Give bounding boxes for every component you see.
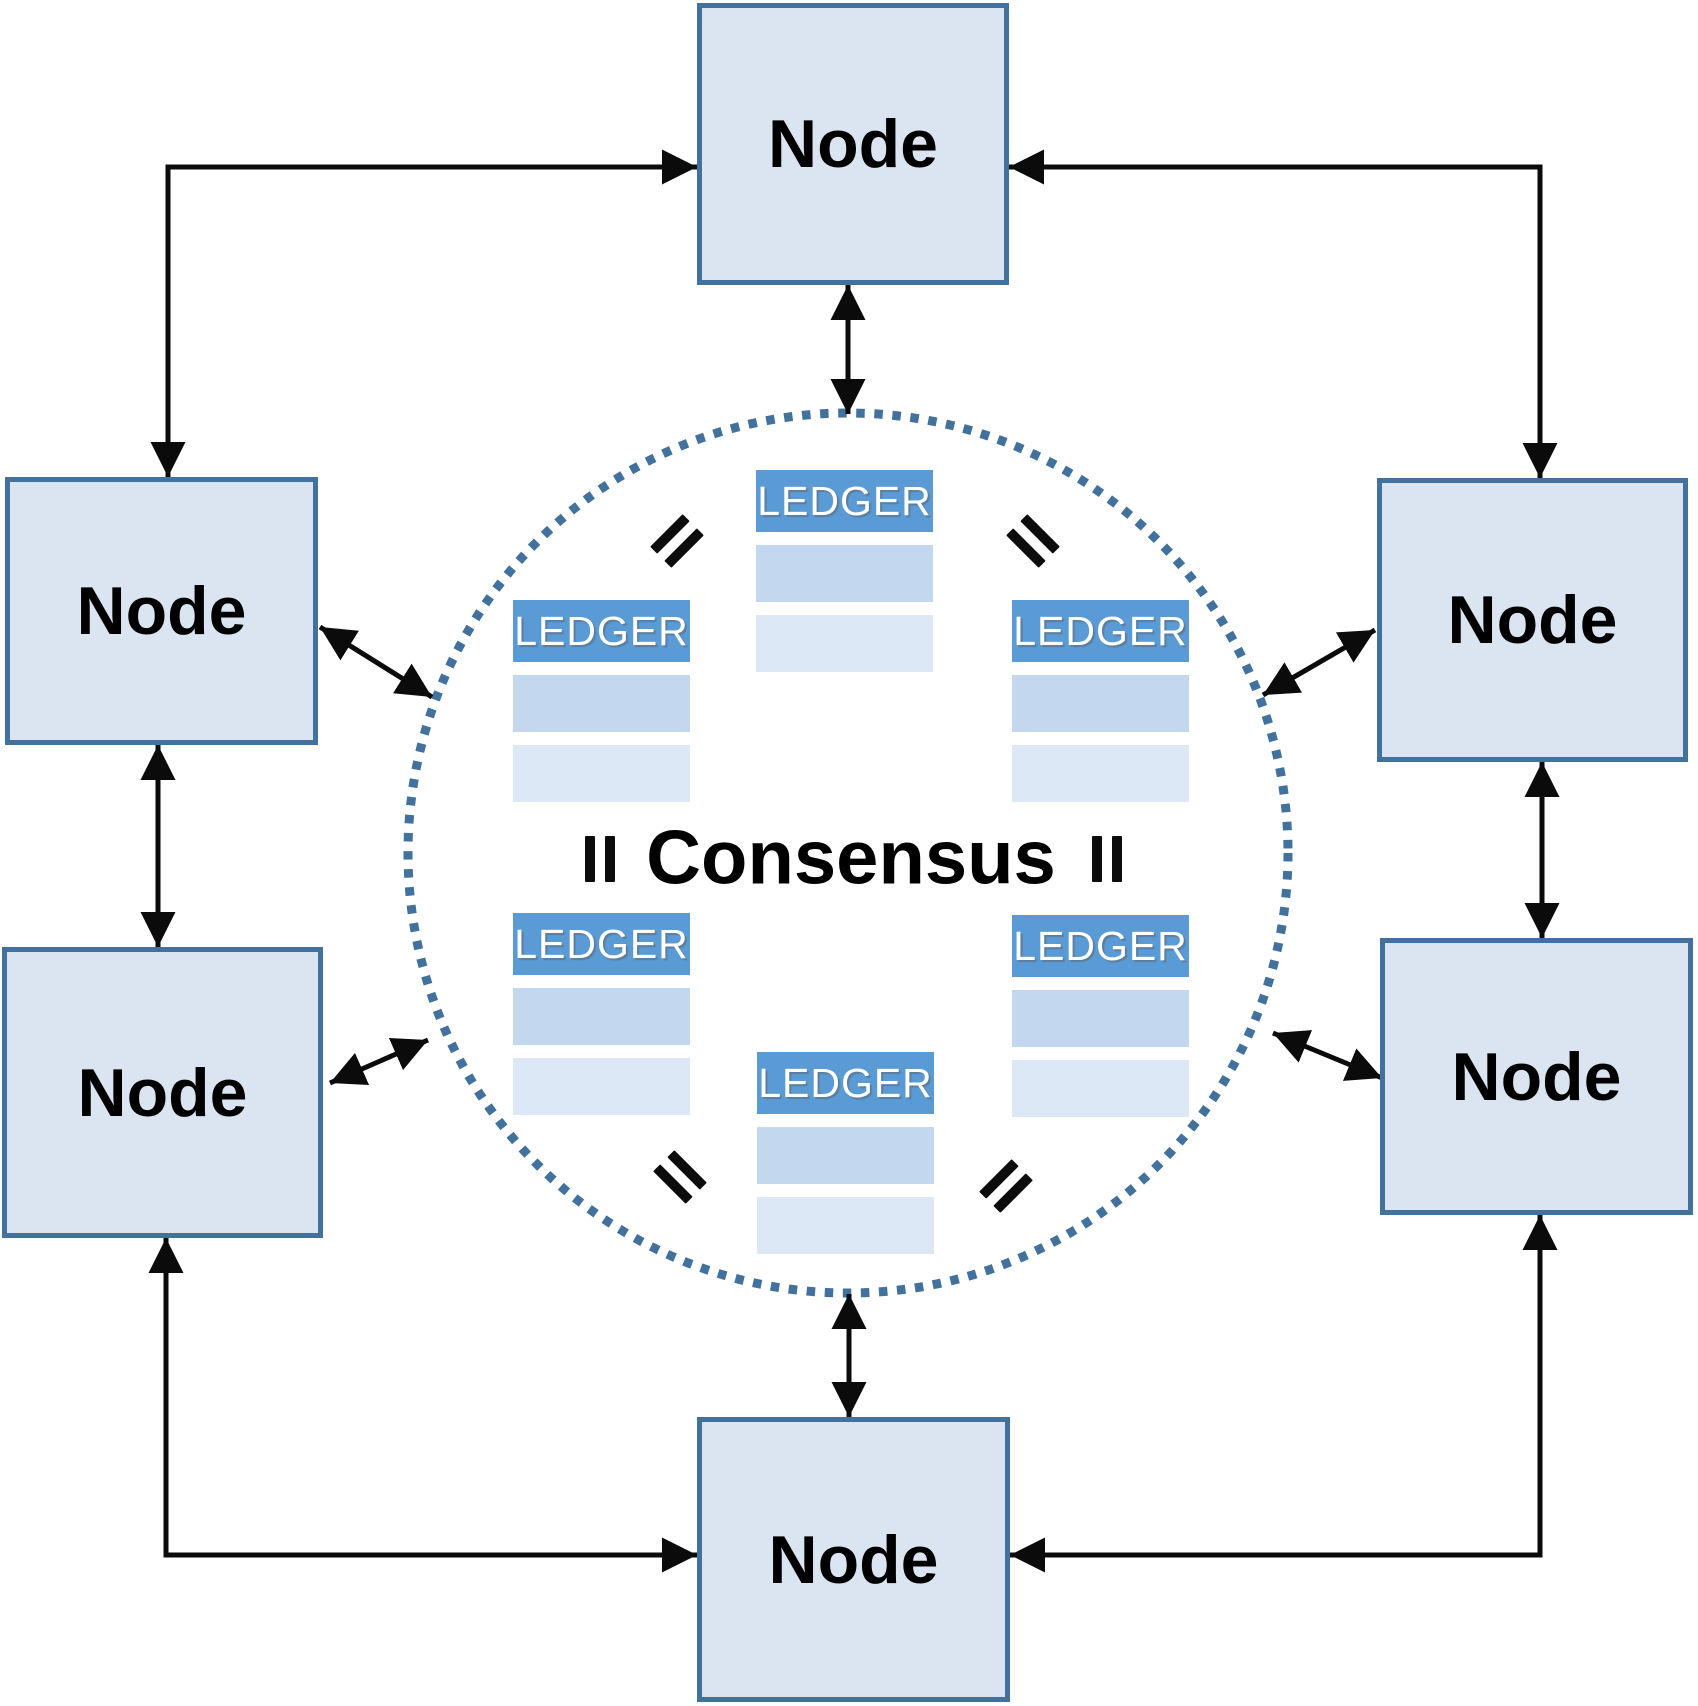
ledger-header: LEDGER — [513, 913, 690, 975]
connector-lower-left-node-to-bottom-node — [148, 1238, 697, 1573]
node-label: Node — [1447, 582, 1618, 658]
ledger-stack-bottom: LEDGER — [757, 1052, 934, 1254]
connector-bottom-node-to-lower-right-node — [1010, 1215, 1558, 1573]
node-label: Node — [77, 1054, 248, 1131]
equals-sign-middle-right — [1092, 836, 1122, 882]
node-box-top: Node — [697, 3, 1009, 285]
ledger-stack-lower-right: LEDGER — [1012, 915, 1189, 1117]
ledger-row — [1012, 990, 1189, 1047]
ledger-row — [756, 615, 933, 672]
node-box-upper-left: Node — [5, 477, 318, 745]
ledger-header: LEDGER — [513, 600, 690, 662]
node-box-upper-right: Node — [1377, 478, 1688, 762]
ledger-header: LEDGER — [757, 1052, 934, 1114]
ledger-row — [513, 988, 690, 1045]
ledger-row — [1012, 745, 1189, 802]
equals-sign-upper-right — [1006, 514, 1060, 568]
node-label: Node — [768, 106, 938, 182]
ledger-header: LEDGER — [1012, 915, 1189, 977]
ledger-header: LEDGER — [756, 470, 933, 532]
ledger-row — [513, 1058, 690, 1115]
connector-upper-right-node-to-circle — [1261, 627, 1377, 698]
equals-sign-lower-left — [653, 1150, 707, 1204]
ledger-stack-lower-left: LEDGER — [513, 913, 690, 1115]
connector-lower-right-node-to-circle — [1272, 1030, 1383, 1081]
ledger-row — [757, 1197, 934, 1254]
ledger-row — [513, 675, 690, 732]
ledger-row — [757, 1127, 934, 1184]
consensus-label: Consensus — [646, 815, 1056, 901]
node-label: Node — [768, 1521, 939, 1598]
node-box-lower-left: Node — [2, 947, 323, 1238]
ledger-stack-upper-right: LEDGER — [1012, 600, 1189, 802]
equals-sign-upper-left — [650, 514, 704, 568]
node-box-bottom: Node — [697, 1417, 1010, 1702]
ledger-row — [513, 745, 690, 802]
ledger-row — [756, 545, 933, 602]
connector-top-node-to-upper-right-node — [1009, 149, 1558, 478]
ledger-stack-upper-left: LEDGER — [513, 600, 690, 802]
equals-sign-lower-right — [979, 1159, 1033, 1213]
ledger-header: LEDGER — [1012, 600, 1189, 662]
node-box-lower-right: Node — [1380, 938, 1693, 1215]
connector-top-node-to-upper-left-node — [150, 149, 697, 477]
node-label: Node — [76, 573, 247, 649]
ledger-row — [1012, 675, 1189, 732]
connector-lower-left-node-to-circle — [328, 1037, 430, 1086]
node-label: Node — [1451, 1038, 1622, 1115]
ledger-row — [1012, 1060, 1189, 1117]
ledger-stack-top: LEDGER — [756, 470, 933, 672]
equals-sign-middle-left — [585, 836, 615, 882]
connector-upper-left-node-to-circle — [318, 624, 434, 700]
